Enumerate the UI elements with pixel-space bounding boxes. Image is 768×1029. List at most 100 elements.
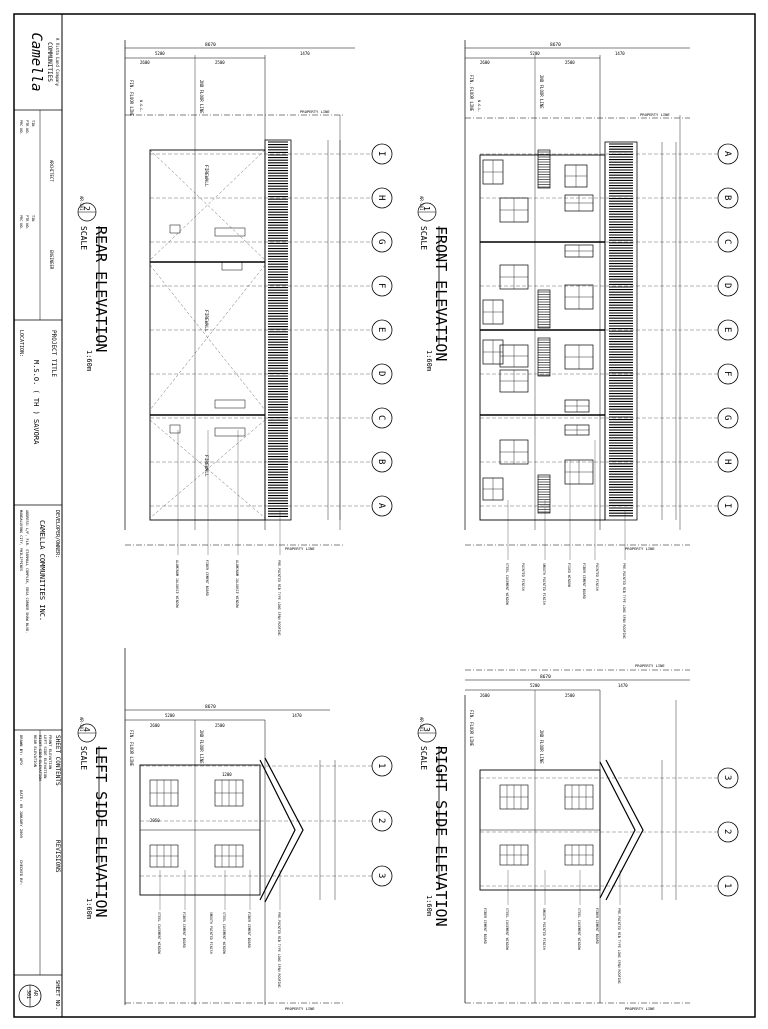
front-ngl: N.G.L. (477, 100, 481, 113)
ptr-label: PTR NO. (25, 120, 29, 135)
left-dim-7: 2950 (150, 818, 160, 823)
front-elevation: 8670 5200 2600 2500 1470 FIN. FLOOR LINE… (417, 40, 739, 638)
right-2nd-floor: 2ND FLOOR LINE (539, 730, 544, 764)
front-view-scale: SCALE (419, 226, 428, 250)
rear-firewall-3: FIREWALL (203, 455, 209, 477)
right-grid: 321 (480, 767, 739, 897)
ptr-label-2: PTR NO. (25, 215, 29, 230)
checked-by: CHECKED BY: (19, 860, 24, 885)
front-note-steel-casement: STEEL CASEMENT WINDOW (505, 563, 509, 605)
left-dim-3: 2500 (215, 723, 225, 728)
grid-label: C (376, 415, 386, 420)
right-note-roofing: PRE-PAINTED RIB TYPE LONG SPAN ROOFING (617, 908, 621, 983)
front-view-ratio: 1:60m (425, 350, 433, 371)
sheet-no-label: SHEET NO. (54, 980, 60, 1010)
right-note-smooth: SMOOTH PAINTED FINISH (542, 908, 546, 950)
front-windows (482, 149, 594, 514)
right-view-title: RIGHT SIDE ELEVATION (432, 746, 450, 927)
rear-dim-overall: 8670 (205, 42, 216, 48)
front-property-line-bottom: PROPERTY LINE (625, 546, 655, 551)
front-note-painted: PAINTED FINISH (521, 563, 525, 591)
left-view-ref: AR-301 (79, 717, 84, 732)
front-dim-overall: 8670 (550, 42, 561, 48)
grid-bubble (717, 495, 739, 517)
right-view-ratio: 1:60m (425, 895, 433, 916)
left-dim-overall: 8670 (205, 704, 216, 710)
front-fin-floor: FIN. FLOOR LINE (469, 75, 474, 112)
front-dim-4: 1470 (615, 51, 625, 56)
sheet-no-b: 301 (25, 990, 31, 999)
front-roof-stripes (609, 143, 633, 517)
company-logo: Camella COMMUNITIES A Vista Land Company (28, 32, 60, 91)
sheet-contents-label: SHEET CONTENTS (54, 735, 61, 786)
grid-label: D (376, 371, 386, 376)
rear-view-scale: SCALE (79, 226, 88, 250)
grid-bubble (371, 865, 393, 887)
grid-label: I (376, 151, 386, 156)
right-note-steel-2: STEEL CASEMENT WINDOW (577, 908, 581, 950)
right-property-line-bottom: PROPERTY LINE (625, 1006, 655, 1011)
prc-label-2: PRC NO. (19, 215, 23, 230)
rear-fin-floor: FIN. FLOOR LINE (129, 80, 134, 117)
left-note-steel-2: STEEL CASEMENT WINDOW (222, 912, 226, 954)
grid-bubble (717, 187, 739, 209)
grid-bubble (371, 275, 393, 297)
right-dim-1: 5200 (530, 683, 540, 688)
left-2nd-floor: 2ND FLOOR LINE (199, 730, 204, 764)
front-note-smooth: SMOOTH PAINTED FINISH (542, 563, 546, 605)
grid-bubble (717, 451, 739, 473)
architect-label: ARCHITECT (49, 160, 54, 182)
rear-note-jalousie: ALUMINUM JALOUSIE WINDOW (175, 560, 179, 608)
rear-view-ratio: 1:60m (85, 350, 93, 371)
rear-note-jalousie-2: ALUMINUM JALOUSIE WINDOW (235, 560, 239, 608)
date-field: DATE: 05 JANUARY 2009 (19, 790, 24, 839)
front-view-ref: AR-301 (419, 196, 424, 211)
left-dim-5: 1200 (222, 772, 232, 777)
right-dim-3: 2500 (565, 693, 575, 698)
right-view-scale: SCALE (419, 746, 428, 770)
sheet-content-2: LEFT SIDE ELEVATION (43, 735, 48, 779)
left-fin-floor: FIN. FLOOR LINE (129, 730, 134, 767)
front-dim-2: 2600 (480, 60, 490, 65)
front-dim-1: 5200 (530, 51, 540, 56)
grid-bubble (371, 495, 393, 517)
sheet-content-4: REAR ELEVATION (33, 735, 38, 768)
project-name: M.S.O. ( TH ) SAVORA (32, 360, 40, 445)
right-dim-4: 1470 (618, 683, 628, 688)
grid-bubble (717, 821, 739, 843)
rear-roof-stripes (268, 141, 288, 517)
sheet-content-1: FRONT ELEVATION (48, 735, 53, 770)
grid-label: F (376, 283, 386, 288)
left-note-fiber-2: FIBER CEMENT BOARD (247, 912, 251, 948)
developer-name: CAMELLA COMMUNITIES INC. (38, 520, 46, 621)
grid-bubble (717, 875, 739, 897)
left-dim-1: 5200 (165, 713, 175, 718)
rear-property-line-bottom: PROPERTY LINE (285, 546, 315, 551)
railing (537, 337, 551, 377)
rear-note-roofing: PRE-PAINTED RIB TYPE LONG SPAN ROOFING (277, 560, 281, 635)
rear-dim-3: 2500 (215, 60, 225, 65)
grid-label: G (722, 415, 732, 420)
grid-label: 2 (376, 818, 386, 823)
left-dim-4: 1470 (292, 713, 302, 718)
grid-label: G (376, 239, 386, 244)
grid-label: H (376, 195, 386, 200)
prc-label: PRC NO. (19, 120, 23, 135)
right-property-line-top: PROPERTY LINE (635, 663, 665, 668)
grid-label: F (722, 371, 732, 376)
svg-text:A Vista Land Company: A Vista Land Company (55, 38, 60, 87)
grid-bubble (371, 407, 393, 429)
front-note-fiber-2: PAINTED FINISH (595, 563, 599, 591)
grid-bubble (717, 767, 739, 789)
svg-text:Camella: Camella (28, 32, 44, 91)
grid-bubble (371, 755, 393, 777)
right-note-fiber-2: FIBER CEMENT BOARD (595, 908, 599, 944)
left-note-steel: STEEL CASEMENT WINDOW (157, 912, 161, 954)
grid-bubble (717, 275, 739, 297)
rear-elevation: 8670 5200 2600 2500 1470 FIN. FLOOR LINE… (77, 40, 393, 635)
address-text-2: MANDALUYONG CITY, PHILIPPINES (19, 510, 23, 571)
right-side-elevation: 8670 5200 2600 2500 1470 PROPERTY LINE F… (417, 663, 739, 1011)
left-note-roofing: PRE-PAINTED RIB TYPE LONG SPAN ROOFING (277, 912, 281, 987)
